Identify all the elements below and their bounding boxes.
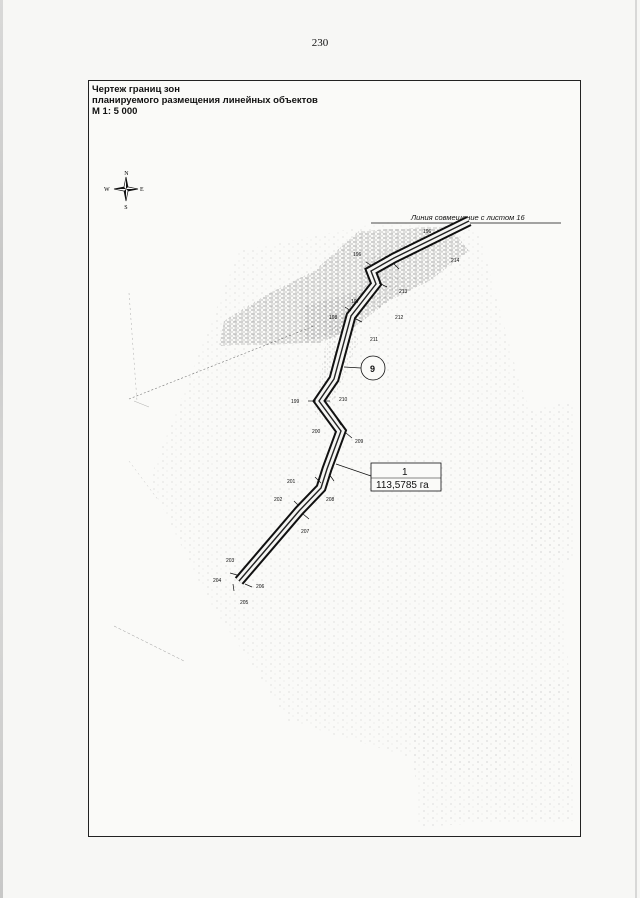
circle-marker-label: 9 [370, 364, 375, 374]
point-label-207: 207 [301, 529, 310, 535]
map-title-block: Чертеж границ зон планируемого размещени… [92, 84, 318, 117]
compass-e: E [140, 187, 144, 193]
point-label-204: 204 [213, 578, 222, 584]
scan-edge-left [0, 0, 3, 898]
point-label-203: 203 [226, 558, 235, 564]
zone-callout: 1 113,5785 га [335, 462, 442, 492]
point-label-201: 201 [287, 479, 296, 485]
point-label-205: 205 [240, 600, 249, 606]
point-label-202: 202 [274, 497, 283, 503]
map-sheet: N S E W Линия совмещение с листом 16 [88, 80, 581, 837]
compass-n: N [124, 171, 129, 177]
point-label-198: 198 [329, 315, 338, 321]
point-label-211: 211 [370, 337, 378, 343]
point-label-197: 197 [351, 299, 360, 305]
point-labels: 196 214 196 213 197 212 198 211 199 210 … [213, 229, 460, 606]
map-title-line-2: планируемого размещения линейных объекто… [92, 95, 318, 106]
corridor-zone [229, 216, 472, 592]
point-label-196: 196 [353, 252, 362, 258]
zone-number: 1 [402, 467, 408, 478]
point-label-214: 214 [451, 258, 460, 264]
map-scale: М 1: 5 000 [92, 106, 138, 117]
point-label-206: 206 [256, 584, 265, 590]
sheet-join-label: Линия совмещение с листом 16 [410, 213, 526, 222]
scan-edge-right [635, 0, 637, 898]
point-label-208: 208 [326, 497, 335, 503]
point-label-199: 199 [291, 399, 300, 405]
terrain-dots [149, 221, 574, 826]
point-label-213: 213 [399, 289, 408, 295]
point-label-215: 196 [423, 229, 432, 235]
map-title-line-1: Чертеж границ зон [92, 84, 180, 95]
point-label-209: 209 [355, 439, 364, 445]
compass-w: W [104, 187, 110, 193]
boundary-map: N S E W Линия совмещение с листом 16 [104, 171, 574, 826]
faint-road [113, 292, 315, 662]
point-label-200: 200 [312, 429, 321, 435]
zone-area: 113,5785 га [376, 480, 429, 491]
compass-rose: N S E W [104, 171, 144, 211]
compass-s: S [124, 205, 127, 211]
circle-marker: 9 [343, 355, 386, 381]
point-label-210: 210 [339, 397, 348, 403]
point-label-212: 212 [395, 315, 404, 321]
page-number: 230 [311, 37, 329, 49]
